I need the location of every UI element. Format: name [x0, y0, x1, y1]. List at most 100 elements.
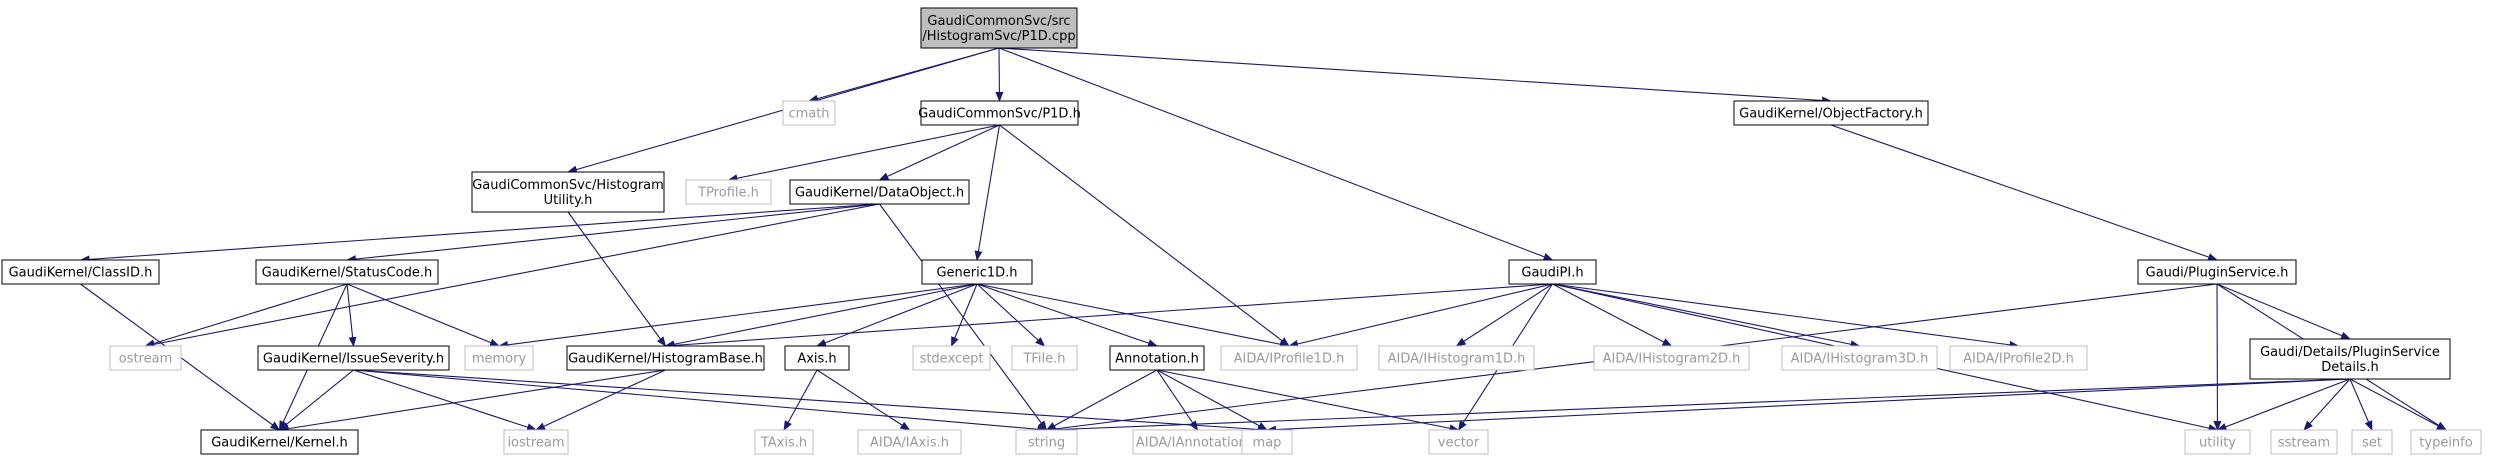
node-label: TAxis.h: [760, 436, 807, 451]
node-label: AIDA/IProfile1D.h: [1234, 352, 1345, 367]
node-box: [1593, 345, 1750, 371]
node-iprofile1d: AIDA/IProfile1D.h: [1220, 345, 1358, 371]
node-label: AIDA/IHistogram1D.h: [1388, 352, 1526, 367]
edge-histutil-to-histbase: [567, 211, 667, 347]
edge-generic1d-to-iprofile1d: [976, 283, 1290, 349]
node-label: GaudiPI.h: [1521, 266, 1583, 281]
node-gaudipi[interactable]: GaudiPI.h: [1508, 259, 1597, 285]
node-root[interactable]: GaudiCommonSvc/src/HistogramSvc/P1D.cpp: [920, 7, 1078, 49]
node-label: AIDA/IProfile2D.h: [1963, 352, 2074, 367]
node-label: AIDA/IAxis.h: [870, 436, 949, 451]
node-label: Gaudi/PluginService.h: [2146, 266, 2289, 281]
node-axis[interactable]: Axis.h: [784, 345, 850, 371]
node-ihist3d: AIDA/IHistogram3D.h: [1781, 345, 1938, 371]
node-box: [464, 345, 534, 371]
edge-axis-to-iaxis: [816, 369, 911, 431]
node-issueseverity[interactable]: GaudiKernel/IssueSeverity.h: [257, 345, 450, 371]
edge-pluginsvcdetails-to-map: [1266, 378, 2351, 434]
node-label: GaudiKernel/HistogramBase.h: [568, 352, 763, 367]
node-objectfactory[interactable]: GaudiKernel/ObjectFactory.h: [1733, 100, 1929, 126]
node-box: [2270, 429, 2338, 455]
node-iannotation: AIDA/IAnnotation.h: [1132, 429, 1263, 455]
node-vector: vector: [1428, 429, 1489, 455]
node-box: [754, 429, 814, 455]
node-label: cmath: [788, 107, 829, 122]
edge-gaudipi-to-iprofile1d: [1288, 283, 1553, 348]
node-taxis: TAxis.h: [754, 429, 814, 455]
node-box: [2184, 429, 2251, 455]
node-label: TFile.h: [1022, 352, 1065, 367]
node-label: ostream: [119, 352, 173, 367]
edge-issueseverity-to-iostream: [353, 369, 537, 431]
node-label: typeinfo: [2419, 436, 2472, 451]
node-box: [1015, 429, 1078, 455]
edge-p1d_h-to-dataobject: [878, 124, 1000, 181]
node-label: stdexcept: [920, 352, 984, 367]
node-box: [1109, 345, 1205, 371]
node-box: [1733, 100, 1929, 126]
edge-annotation-to-string: [1045, 369, 1158, 431]
node-kernel[interactable]: GaudiKernel/Kernel.h: [200, 429, 359, 455]
node-ihist1d: AIDA/IHistogram1D.h: [1378, 345, 1535, 371]
node-label: AIDA/IHistogram3D.h: [1791, 352, 1929, 367]
node-statuscode[interactable]: GaudiKernel/StatusCode.h: [255, 259, 439, 285]
node-label: Gaudi/Details/PluginService: [2260, 345, 2440, 360]
node-pluginservice[interactable]: Gaudi/PluginService.h: [2137, 259, 2297, 285]
edge-generic1d-to-stdexcept: [950, 283, 978, 347]
node-box: [200, 429, 359, 455]
node-label: GaudiKernel/ClassID.h: [9, 266, 153, 281]
node-box: [1011, 345, 1078, 371]
node-label: GaudiKernel/Kernel.h: [211, 436, 348, 451]
node-tfile: TFile.h: [1011, 345, 1078, 371]
node-box: [2137, 259, 2297, 285]
node-classid[interactable]: GaudiKernel/ClassID.h: [1, 259, 160, 285]
node-box: [857, 429, 962, 455]
node-label: GaudiKernel/StatusCode.h: [262, 266, 432, 281]
edge-dataobject-to-statuscode: [346, 203, 880, 264]
node-box: [255, 259, 439, 285]
node-label: TProfile.h: [697, 186, 759, 201]
node-label: sstream: [2278, 436, 2330, 451]
edges-layer: [79, 47, 2447, 434]
node-box: [920, 7, 1078, 49]
edge-pluginservice-to-utility: [2213, 283, 2222, 431]
edge-root-to-p1d_h: [995, 47, 1004, 102]
edge-axis-to-taxis: [783, 369, 818, 431]
edge-statuscode-to-memory: [346, 283, 500, 347]
node-box: [685, 179, 772, 205]
node-label: utility: [2199, 436, 2236, 451]
edge-p1d_h-to-generic1d: [974, 124, 1001, 261]
node-p1d_h[interactable]: GaudiCommonSvc/P1D.h: [918, 100, 1081, 126]
node-ostream: ostream: [109, 345, 182, 371]
edge-issueseverity-to-map: [353, 369, 1268, 434]
node-iprofile2d: AIDA/IProfile2D.h: [1949, 345, 2088, 371]
edge-dataobject-to-classid: [79, 203, 880, 264]
node-label: GaudiCommonSvc/Histogram: [472, 178, 664, 193]
edge-issueseverity-to-kernel: [278, 369, 354, 431]
node-box: [257, 345, 450, 371]
edge-root-to-objectfactory: [998, 47, 1832, 105]
node-box: [503, 429, 569, 455]
node-label: GaudiKernel/ObjectFactory.h: [1739, 107, 1923, 122]
node-box: [912, 345, 991, 371]
edge-generic1d-to-tfile: [976, 283, 1046, 347]
node-label: GaudiKernel/IssueSeverity.h: [263, 352, 444, 367]
node-label: iostream: [507, 436, 564, 451]
node-box: [1, 259, 160, 285]
edge-histbase-to-kernel: [278, 369, 666, 433]
node-generic1d[interactable]: Generic1D.h: [921, 259, 1033, 285]
node-annotation[interactable]: Annotation.h: [1109, 345, 1205, 371]
node-memory: memory: [464, 345, 534, 371]
node-dataobject[interactable]: GaudiKernel/DataObject.h: [789, 179, 970, 205]
node-histbase[interactable]: GaudiKernel/HistogramBase.h: [566, 345, 765, 371]
node-label: string: [1028, 436, 1065, 451]
edge-issueseverity-to-string: [353, 369, 1048, 434]
edge-generic1d-to-memory: [498, 283, 978, 349]
node-tprofile: TProfile.h: [685, 179, 772, 205]
node-box: [782, 100, 836, 126]
node-box: [920, 100, 1079, 126]
edge-generic1d-to-histbase: [664, 283, 978, 349]
